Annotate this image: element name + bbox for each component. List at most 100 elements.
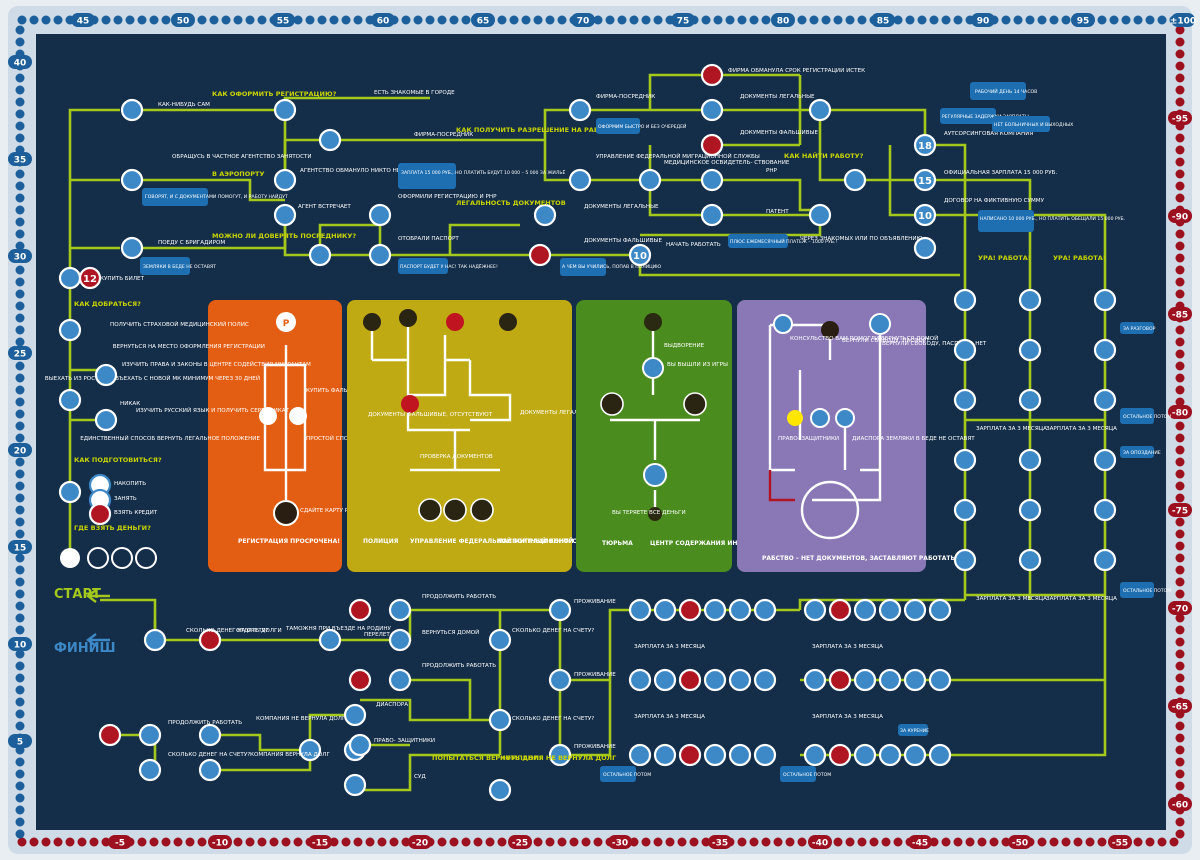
worker-token-2-4 bbox=[703, 743, 727, 767]
purple-footer: РАБСТВО – НЕТ ДОКУМЕНТОВ, ЗАСТАВЛЯЮТ РАБ… bbox=[762, 555, 955, 562]
dots-icon bbox=[58, 480, 82, 504]
b-housing1: ПРОЖИВАНИЕ bbox=[574, 599, 616, 605]
track-top-8: 85 bbox=[871, 13, 895, 27]
orange-return-text: ВЕРНУТЬСЯ НА МЕСТО ОФОРМЛЕНИЯ РЕГИСТРАЦИ… bbox=[113, 344, 265, 350]
svg-text:10: 10 bbox=[918, 211, 932, 222]
svg-text:-45: -45 bbox=[912, 839, 928, 849]
purple-nopass: ВЕРНУЛИ СВОБОДУ, ПАСПОРТА НЕТ bbox=[882, 341, 987, 347]
svg-text:85: 85 bbox=[877, 17, 890, 27]
svg-text:20: 20 bbox=[14, 447, 27, 457]
t-outsourcing: АУТСОРСИНГОВАЯ КОМПАНИЯ bbox=[944, 131, 1033, 137]
b-company-no: КОМПАНИЯ НЕ ВЕРНУЛА ДОЛГ bbox=[500, 754, 616, 762]
worker-token-0-6 bbox=[753, 598, 777, 622]
b-continue3: ПРОДОЛЖИТЬ РАБОТАТЬ bbox=[168, 720, 242, 726]
b-howmuch-fin: СКОЛЬКО ДЕНЕГ НА СЧЕТУ? bbox=[186, 628, 268, 634]
note-workday: РАБОЧИЙ ДЕНЬ 14 ЧАСОВ bbox=[975, 88, 1037, 95]
note-agency: ГОВОРЯТ, И С ДОКУМЕНТАМИ ПОМОГУТ, И РАБО… bbox=[145, 193, 288, 200]
document-icon bbox=[488, 778, 512, 802]
svg-text:-75: -75 bbox=[1172, 507, 1188, 517]
svg-text:-20: -20 bbox=[412, 839, 428, 849]
worker-token-2-6 bbox=[753, 743, 777, 767]
track-left-0: 40 bbox=[8, 55, 32, 69]
opt-nothing: НИКАК bbox=[120, 401, 140, 407]
t-docs-fake: ДОКУМЕНТЫ ФАЛЬШИВЫЕ bbox=[584, 238, 662, 244]
ticket-price-icon: 12 bbox=[78, 266, 102, 290]
t-agent-meets: АГЕНТ ВСТРЕЧАЕТ bbox=[298, 204, 351, 210]
t-fms: УПРАВЛЕНИЕ ФЕДЕРАЛЬНОЙ МИГРАЦИОННОЙ СЛУЖ… bbox=[596, 153, 760, 160]
track-bottom-3: -20 bbox=[408, 835, 432, 849]
purple-returned: ВЕРНУЛИ СВОБОДУ, ПАСПОРТ bbox=[842, 338, 930, 344]
q-at-airport: В АЭРОПОРТУ bbox=[212, 170, 264, 178]
b-company-no2: КОМПАНИЯ НЕ ВЕРНУЛА ДОЛГ bbox=[256, 716, 346, 722]
worker-icon-c0 bbox=[1093, 288, 1117, 312]
b-pay-b: ЗАРПЛАТА ЗА 3 МЕСЯЦА bbox=[634, 714, 705, 720]
mustard-passport: ПАСПОРТНЫЙ КОНТРОЛЬ bbox=[498, 537, 588, 545]
face-icon bbox=[638, 168, 662, 192]
worker-token-1-9 bbox=[853, 668, 877, 692]
svg-text:25: 25 bbox=[14, 350, 27, 360]
t-docs-fake2: ДОКУМЕНТЫ ФАЛЬШИВЫЕ bbox=[740, 130, 818, 136]
track-top-4: 65 bbox=[471, 13, 495, 27]
note-late: ЗА ОПОЗДАНИЕ bbox=[1123, 450, 1161, 456]
dots-icon bbox=[298, 738, 322, 762]
note-quick: ОФОРМИМ БЫСТРО И БЕЗ ОЧЕРЕДЕЙ bbox=[598, 123, 686, 130]
dots-icon bbox=[568, 98, 592, 122]
svg-text:90: 90 bbox=[977, 17, 990, 27]
t-docs-legal2: ДОКУМЕНТЫ ЛЕГАЛЬНЫЕ bbox=[740, 94, 815, 100]
worker-token-0-10 bbox=[878, 598, 902, 622]
t-rnr: РНР bbox=[766, 168, 778, 174]
bank-icon bbox=[488, 628, 512, 652]
face-icon-self bbox=[120, 98, 144, 122]
money-icon bbox=[98, 723, 122, 747]
document-icon bbox=[700, 98, 724, 122]
worker-token-2-9 bbox=[853, 743, 877, 767]
opt-self: КАК-НИБУДЬ САМ bbox=[158, 102, 210, 108]
worker-token-0-3 bbox=[678, 598, 702, 622]
svg-text:-85: -85 bbox=[1172, 311, 1188, 321]
svg-text:-50: -50 bbox=[1012, 839, 1028, 849]
track-top-9: 90 bbox=[971, 13, 995, 27]
home-icon bbox=[388, 628, 412, 652]
worker-token-0-9 bbox=[853, 598, 877, 622]
note-fight: ЗА РАЗГОВОР bbox=[1123, 326, 1156, 332]
bank-icon bbox=[488, 708, 512, 732]
b-return: ВЕРНУТЬСЯ ДОМОЙ bbox=[422, 629, 479, 636]
b-howmuch2: СКОЛЬКО ДЕНЕГ НА СЧЕТУ? bbox=[512, 716, 594, 722]
worker-token-2-5 bbox=[728, 743, 752, 767]
mustard-police: ПОЛИЦИЯ bbox=[363, 538, 399, 545]
face-icon bbox=[808, 98, 832, 122]
home-token bbox=[60, 548, 80, 568]
track-bottom-2: -15 bbox=[308, 835, 332, 849]
dots-icon bbox=[308, 243, 332, 267]
dots-icon bbox=[843, 168, 867, 192]
track-right-7: -60 bbox=[1168, 797, 1192, 811]
b-housing2: ПРОЖИВАНИЕ bbox=[574, 672, 616, 678]
work-icon: 10 bbox=[628, 243, 652, 267]
worker-token-1-5 bbox=[728, 668, 752, 692]
coins-icon: 20 bbox=[88, 473, 112, 497]
track-left-7: 5 bbox=[8, 734, 32, 748]
orange-exit-text: ВЫЕХАТЬ ИЗ РОССИИ И ВЪЕХАТЬ С НОВОЙ МК М… bbox=[45, 375, 260, 382]
svg-text:-95: -95 bbox=[1172, 115, 1188, 125]
track-bottom-10: -55 bbox=[1108, 835, 1132, 849]
t-docs-legal: ДОКУМЕНТЫ ЛЕГАЛЬНЫЕ bbox=[584, 204, 659, 210]
t-agency-cheated: АГЕНТСТВО ОБМАНУЛО НИКТО НЕ ВСТРЕЧАЕТ bbox=[300, 168, 435, 174]
green-deport: ВЫДВОРЕНИЕ bbox=[664, 343, 705, 349]
b-pay-a: ЗАРПЛАТА ЗА 3 МЕСЯЦА bbox=[634, 644, 705, 650]
worker-token-1-6 bbox=[753, 668, 777, 692]
track-bottom-0: -5 bbox=[108, 835, 132, 849]
worker-token-1-10 bbox=[878, 668, 902, 692]
document-icon bbox=[700, 203, 724, 227]
track-right-1: -90 bbox=[1168, 209, 1192, 223]
worker-token-0-7 bbox=[803, 598, 827, 622]
worker-icon-a0 bbox=[953, 288, 977, 312]
worker-token-2-1 bbox=[628, 743, 652, 767]
b-pay-d: ЗАРПЛАТА ЗА 3 МЕСЯЦА bbox=[812, 714, 883, 720]
b-howmuch3: СКОЛЬКО ДЕНЕГ НА СЧЕТУ? bbox=[168, 752, 250, 758]
dots-icon bbox=[808, 203, 832, 227]
job-10-icon: 10 bbox=[913, 203, 937, 227]
opt-insurance: ПОЛУЧИТЬ СТРАХОВОЙ МЕДИЦИНСКИЙ ПОЛИС bbox=[110, 321, 249, 328]
worker-icon-b3 bbox=[1018, 448, 1042, 472]
note-smoke: ЗА КУРЕНИЕ bbox=[900, 728, 929, 734]
fake-doc-icon bbox=[700, 133, 724, 157]
